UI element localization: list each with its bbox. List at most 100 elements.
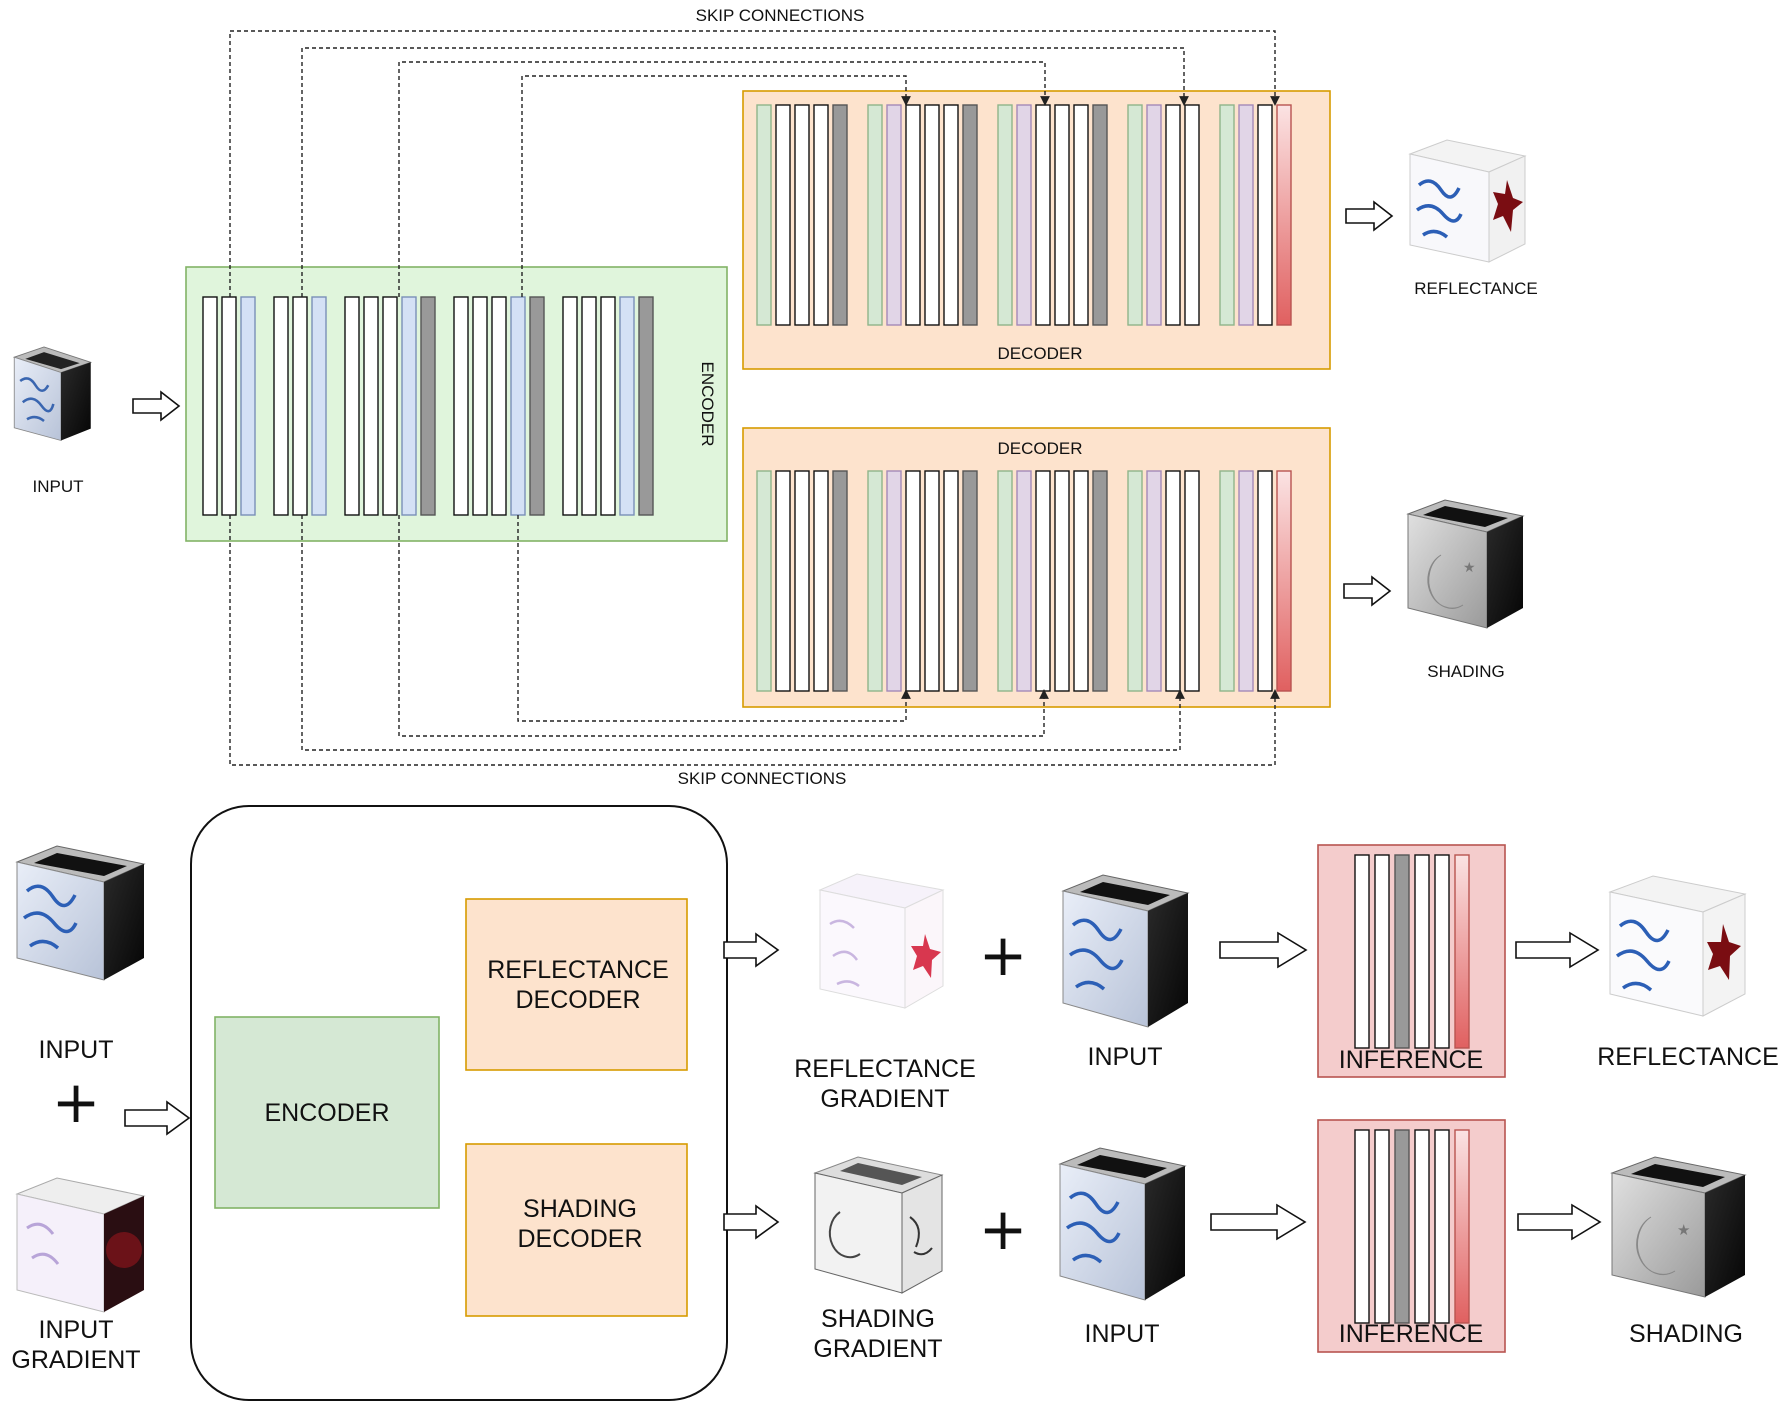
layer-block [491, 296, 507, 516]
layer-block [1454, 1129, 1470, 1324]
layer-block [600, 296, 616, 516]
shading-gradient-image [813, 1156, 944, 1294]
decoder-shading-block: DECODER [742, 427, 1331, 708]
shading-output-image-top: ★ [1406, 499, 1525, 629]
layer-block [1054, 104, 1070, 326]
layer-block [997, 470, 1013, 692]
input-gradient-label-1: INPUT [39, 1316, 114, 1344]
input-gradient-image [15, 1177, 146, 1313]
layer-block [756, 104, 772, 326]
layer-block [905, 104, 921, 326]
flow-arrow [124, 1100, 191, 1136]
decoder-reflectance-label: DECODER [997, 344, 1082, 363]
layer-block [775, 104, 791, 326]
reflectance-output-image-bottom [1608, 875, 1747, 1017]
layer-block [1257, 470, 1273, 692]
layer-block [292, 296, 308, 516]
plus-sign-input: + [52, 1068, 101, 1136]
input-gradient-label-2: GRADIENT [11, 1346, 140, 1374]
layer-block [1454, 854, 1470, 1049]
layer-block [1238, 104, 1254, 326]
flow-arrow [1343, 575, 1392, 607]
input-image-row2 [1058, 1147, 1187, 1301]
plus-sign-row2: + [979, 1195, 1028, 1263]
layer-block [1184, 104, 1200, 326]
layer-block [924, 470, 940, 692]
encoder-box-bottom [214, 1016, 440, 1209]
layer-block [273, 296, 289, 516]
decoder-shading-layers [756, 470, 1292, 692]
svg-text:★: ★ [1463, 560, 1476, 576]
input-label-top: INPUT [33, 477, 84, 496]
decoder-reflectance-block: DECODER [742, 90, 1331, 370]
layer-block [962, 470, 978, 692]
reflectance-decoder-box [465, 898, 688, 1071]
inference-block-row2: INFERENCE [1317, 1119, 1506, 1353]
skip-line [517, 515, 911, 722]
encoder-block-bottom: ENCODER [214, 1016, 440, 1209]
layer-block [1092, 470, 1108, 692]
flow-arrow [1515, 931, 1600, 969]
inference-layers-row1 [1354, 854, 1470, 1049]
layer-block [794, 104, 810, 326]
layer-block [1016, 470, 1032, 692]
input-label-row1: INPUT [1088, 1043, 1163, 1071]
layer-block [1092, 104, 1108, 326]
reflectance-decoder-label-1: REFLECTANCE [487, 956, 669, 984]
layer-block [1054, 470, 1070, 692]
encoder-layers [202, 296, 654, 516]
shading-decoder-label-1: SHADING [523, 1195, 637, 1223]
layer-block [1073, 104, 1089, 326]
skip-line [301, 515, 1185, 751]
shading-gradient-label-1: SHADING [821, 1305, 935, 1333]
input-image-bottom [15, 845, 146, 981]
layer-block [1414, 1129, 1430, 1324]
inference-box-row2 [1317, 1119, 1506, 1353]
layer-block [1238, 470, 1254, 692]
layer-block [813, 104, 829, 326]
shading-decoder-block: SHADING DECODER [465, 1143, 688, 1317]
layer-block [775, 470, 791, 692]
reflectance-output-label-top: REFLECTANCE [1414, 279, 1537, 298]
layer-block [794, 470, 810, 692]
plus-sign-row1: + [979, 921, 1028, 989]
layer-block [867, 470, 883, 692]
shading-decoder-label-2: DECODER [517, 1225, 642, 1253]
flow-arrow [723, 932, 780, 968]
layer-block [962, 104, 978, 326]
layer-block [1219, 104, 1235, 326]
flow-arrow [723, 1204, 780, 1240]
layer-block [1016, 104, 1032, 326]
layer-block [581, 296, 597, 516]
decoder-reflectance-layers [756, 104, 1292, 326]
shading-gradient-label-2: GRADIENT [813, 1335, 942, 1363]
flow-arrow [1219, 931, 1308, 969]
shading-output-image-bottom: ★ [1610, 1156, 1747, 1298]
layer-block [1434, 854, 1450, 1049]
skip-line [229, 30, 1280, 297]
input-label-bottom: INPUT [39, 1036, 114, 1064]
layer-block [311, 296, 327, 516]
layer-block [202, 296, 218, 516]
flow-arrow [1345, 200, 1394, 232]
layer-block [832, 104, 848, 326]
layer-block [1035, 104, 1051, 326]
layer-block [221, 296, 237, 516]
layer-block [1146, 104, 1162, 326]
inference-label-row2: INFERENCE [1339, 1320, 1483, 1348]
reflectance-decoder-label-2: DECODER [515, 986, 640, 1014]
layer-block [529, 296, 545, 516]
layer-block [240, 296, 256, 516]
shading-output-label-top: SHADING [1427, 662, 1504, 681]
layer-block [472, 296, 488, 516]
skip-line [398, 515, 1049, 737]
layer-block [1374, 1129, 1390, 1324]
inference-layers-row2 [1354, 1129, 1470, 1324]
layer-block [1165, 104, 1181, 326]
skip-line [521, 75, 911, 297]
skip-line [301, 47, 1189, 297]
layer-block [756, 470, 772, 692]
encoder-block: ENCODER [185, 266, 728, 542]
layer-block [943, 104, 959, 326]
reflectance-decoder-block: REFLECTANCE DECODER [465, 898, 688, 1071]
